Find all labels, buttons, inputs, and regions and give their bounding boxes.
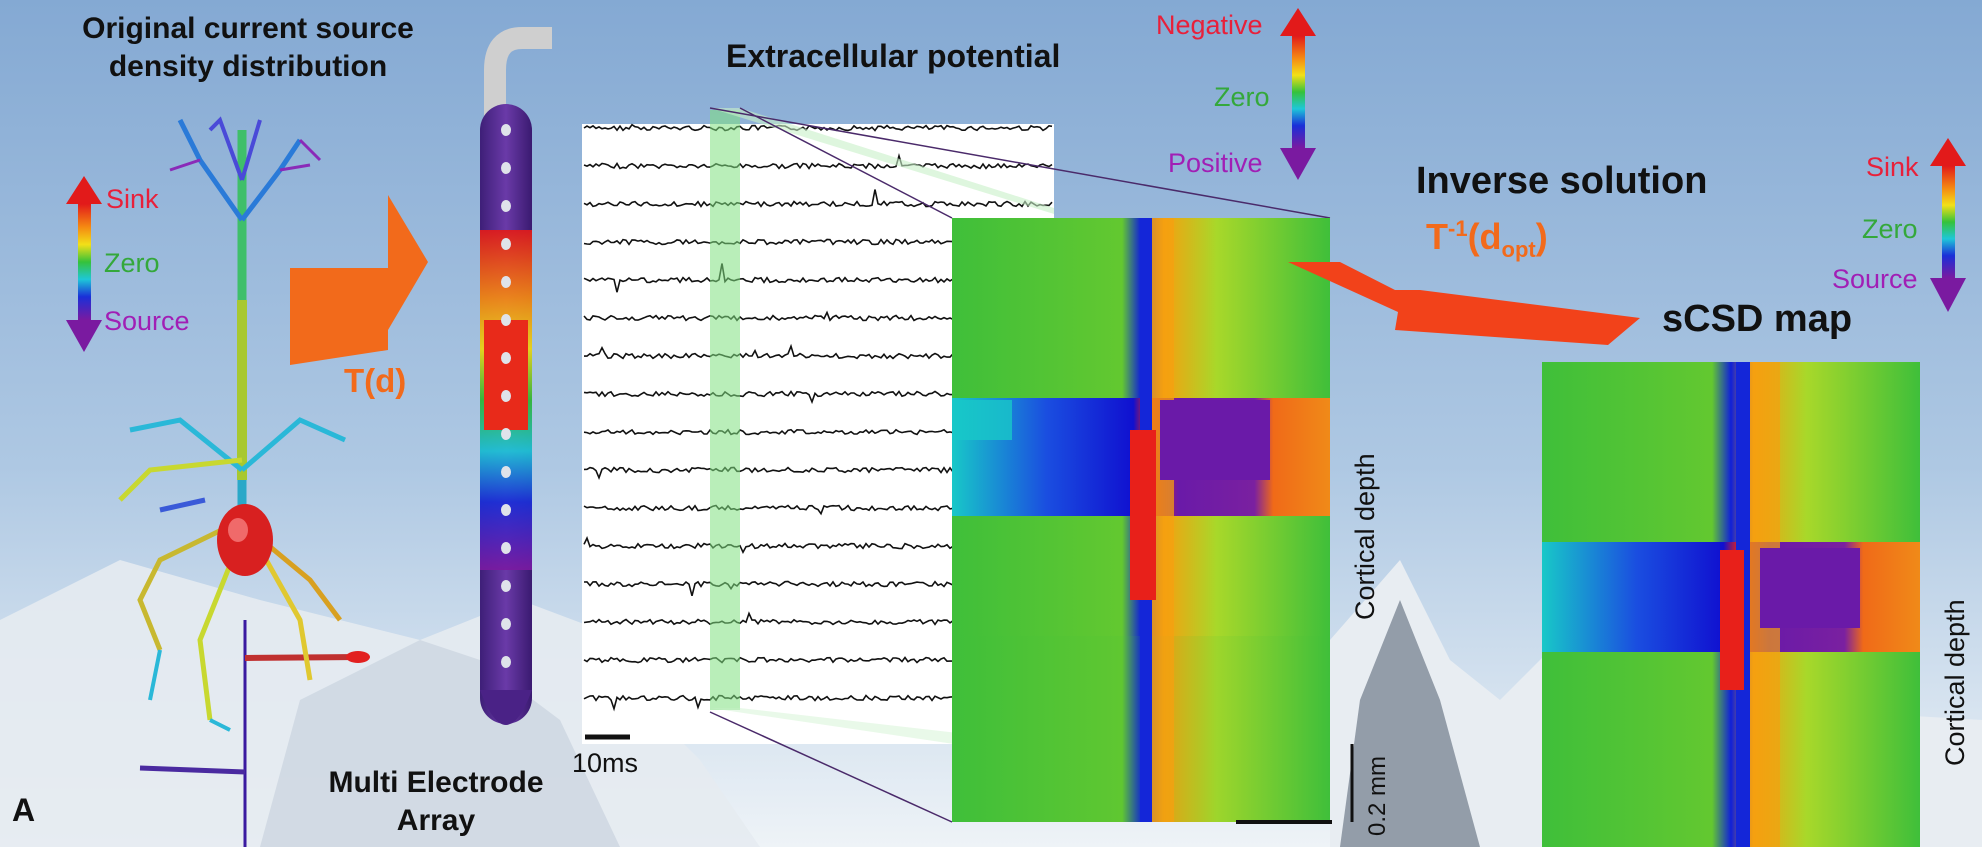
neuron-title-line1: Original current source <box>82 12 414 45</box>
recording-trace <box>583 189 1053 208</box>
electrode-illustration <box>480 27 552 725</box>
time-scalebar-label: 10ms <box>572 748 639 778</box>
legend-positive-label: Positive <box>1168 148 1263 178</box>
csd-legend-arrow-left <box>66 176 102 352</box>
scsd-depth-label: Cortical depth <box>1940 599 1970 766</box>
scsd-legend-arrow <box>1930 138 1966 312</box>
electrode-label-line1: Multi Electrode <box>328 766 544 799</box>
time-window-highlight <box>710 110 740 710</box>
scsd-heatmap <box>1542 362 1920 847</box>
panel-letter: A <box>12 792 36 828</box>
depth-scalebar-label: 0.2 mm <box>1364 755 1391 836</box>
potential-depth-label: Cortical depth <box>1350 453 1380 620</box>
potential-legend-arrow <box>1280 8 1316 180</box>
electrode-label: Multi Electrode Array <box>296 764 576 839</box>
mountain-left-shadow <box>260 640 620 847</box>
formula-main: T <box>1426 216 1448 257</box>
recording-trace <box>583 153 1053 170</box>
potential-heatmap <box>952 218 1330 822</box>
forward-arrow <box>290 195 428 365</box>
neuron-illustration <box>118 116 370 847</box>
formula-subscript: opt <box>1501 237 1536 263</box>
inverse-title: Inverse solution <box>1416 160 1708 202</box>
legend-zero-label-2: Zero <box>1214 82 1270 112</box>
neuron-title-line2: density distribution <box>108 49 388 83</box>
mountain-peak-rock <box>1340 600 1480 847</box>
formula-open: (d <box>1467 216 1502 257</box>
inverse-formula: T-1(dopt) <box>1426 216 1548 263</box>
scsd-legend-zero-label: Zero <box>1862 214 1918 244</box>
legend-sink-label: Sink <box>106 184 159 214</box>
legend-source-label: Source <box>104 306 190 336</box>
potential-title: Extracellular potential <box>726 38 1061 74</box>
scsd-title: sCSD map <box>1662 298 1853 340</box>
scsd-legend-source-label: Source <box>1832 264 1918 294</box>
inverse-arrow <box>1288 262 1640 345</box>
formula-close: ) <box>1535 216 1548 257</box>
scsd-legend-sink-label: Sink <box>1866 152 1919 182</box>
legend-negative-label: Negative <box>1156 10 1263 40</box>
forward-operator-label: T(d) <box>344 362 407 399</box>
electrode-label-line2: Array <box>396 803 476 837</box>
legend-zero-label: Zero <box>104 248 160 278</box>
formula-superscript: -1 <box>1448 216 1468 241</box>
neuron-title: Original current source density distribu… <box>38 10 458 85</box>
